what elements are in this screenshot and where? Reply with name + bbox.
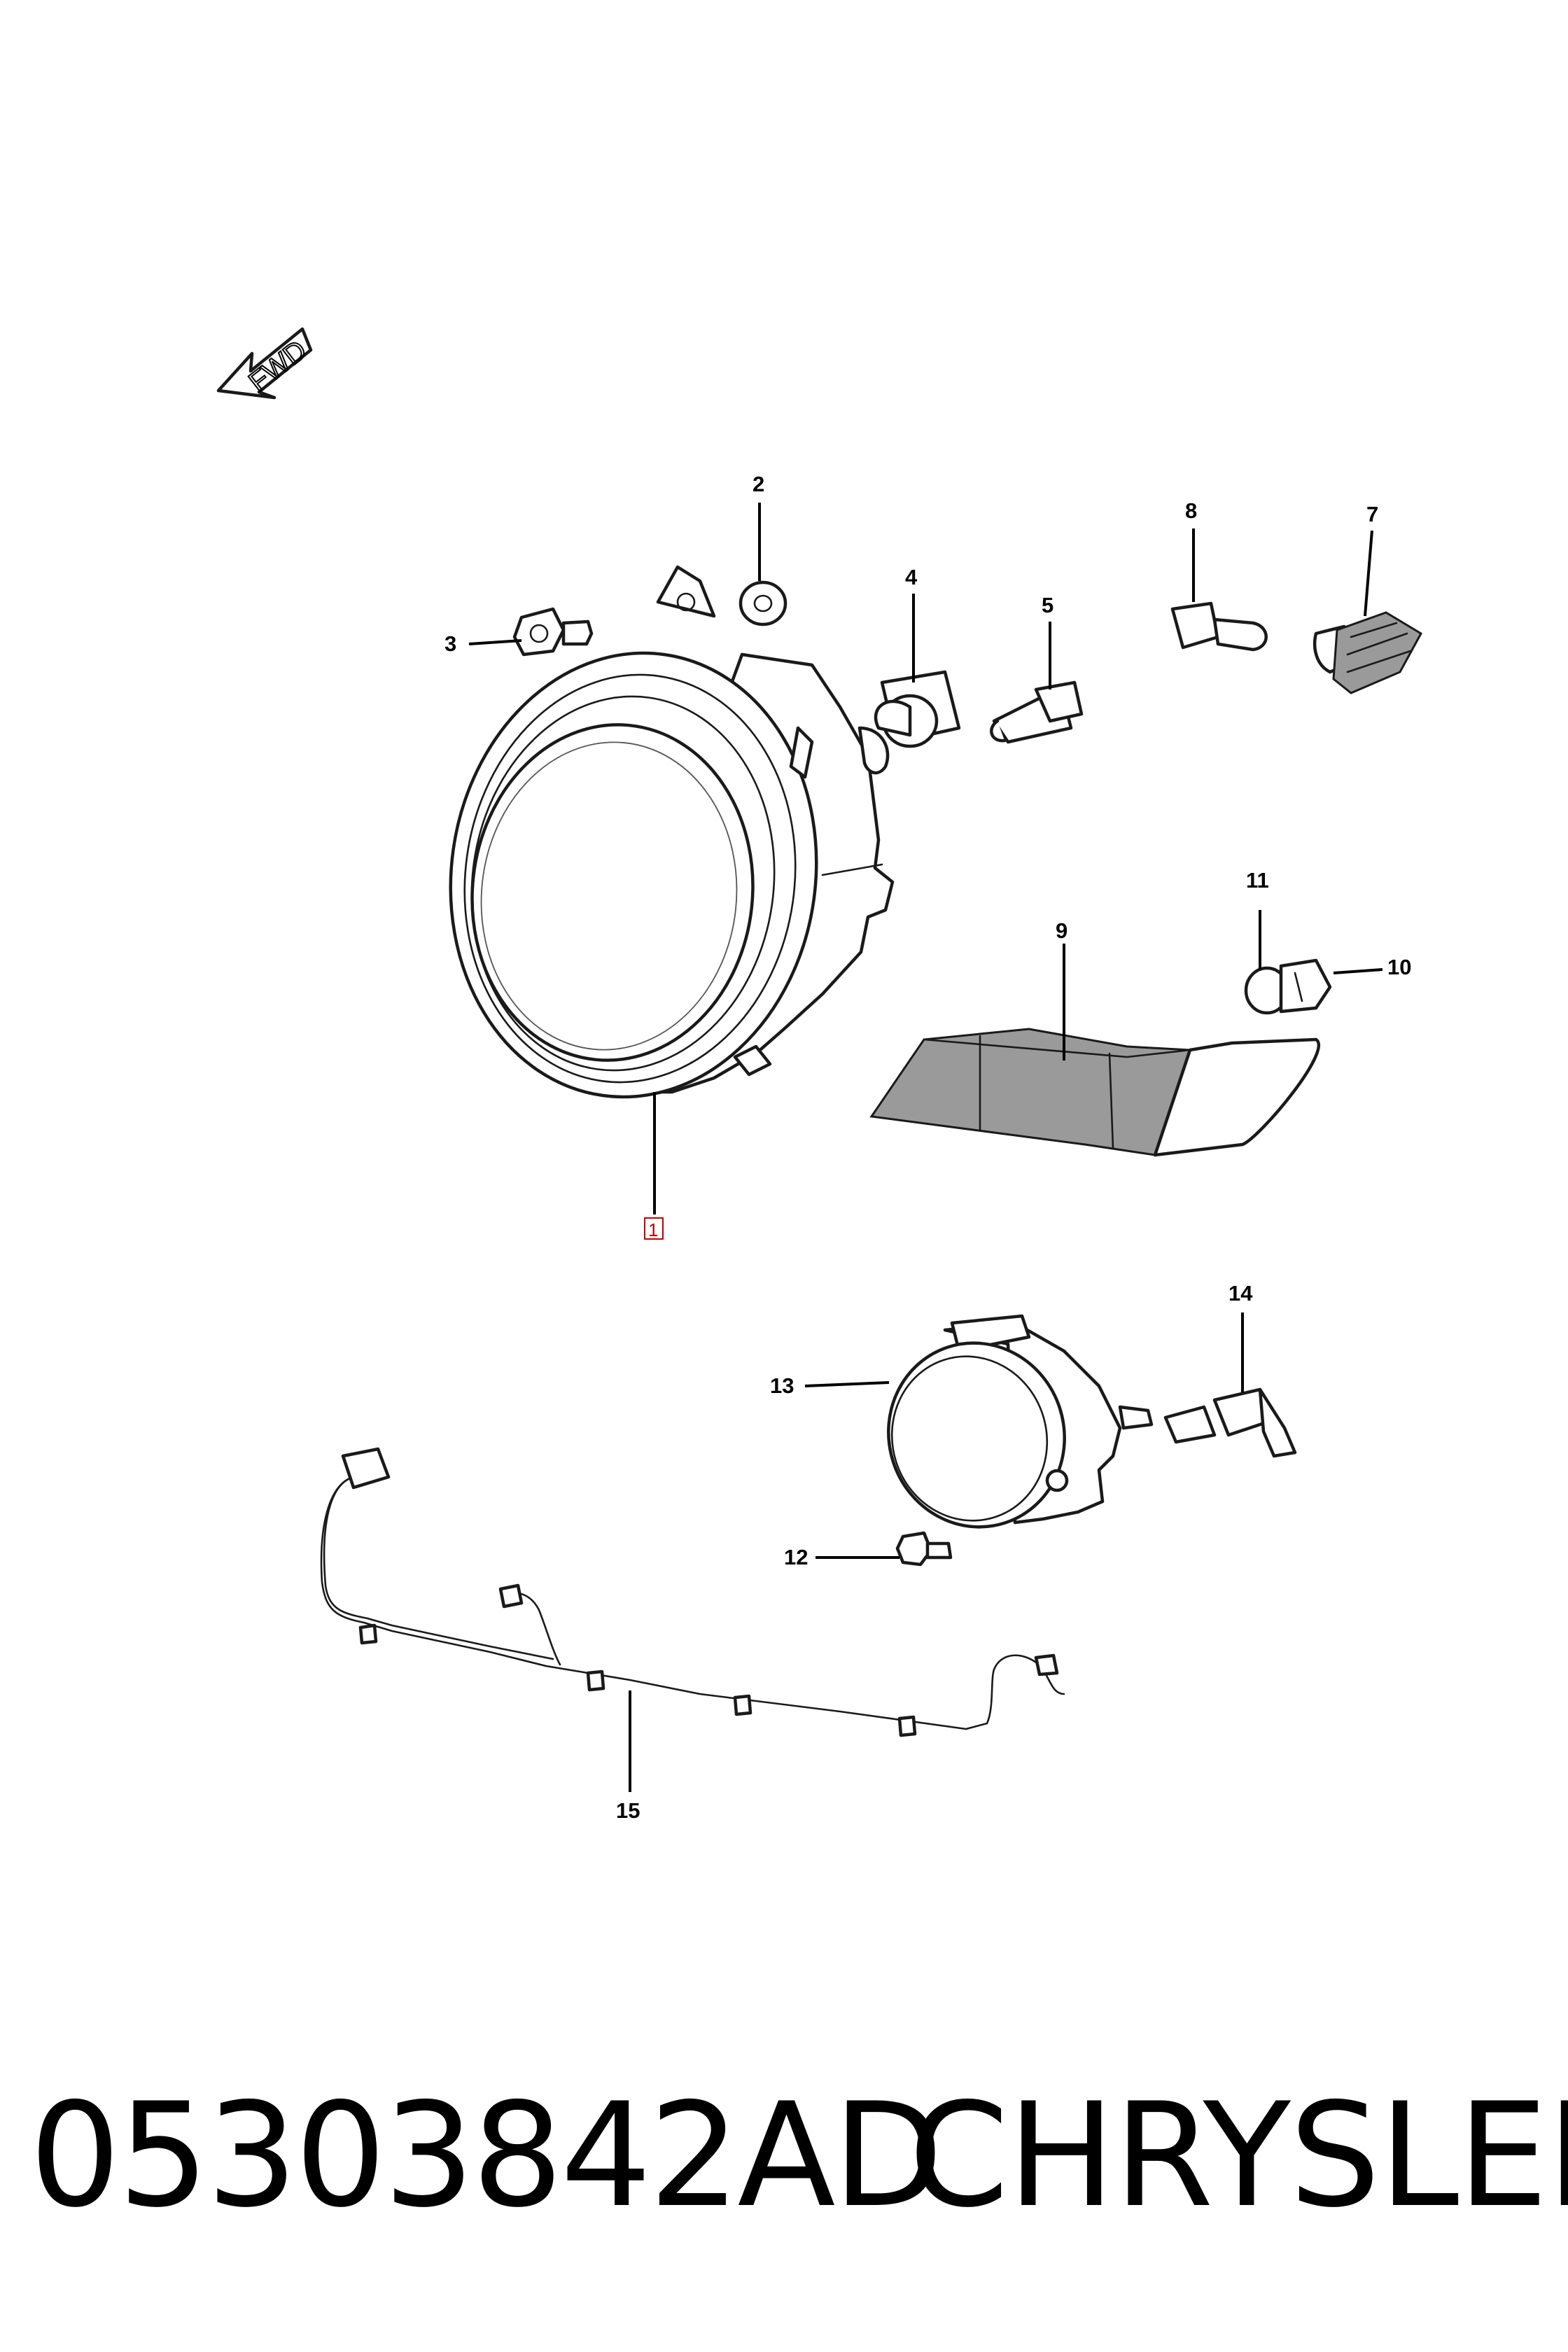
turn-signal-lamp[interactable] — [869, 1028, 1320, 1157]
mounting-screw[interactable] — [512, 607, 594, 657]
fog-lamp[interactable] — [864, 1314, 1154, 1550]
callout-7[interactable]: 7 — [1366, 502, 1378, 526]
caption: 05303842AD CHRYSLER — [0, 2072, 1568, 2240]
washer[interactable] — [738, 580, 788, 626]
headlamp-assembly[interactable] — [422, 565, 895, 1121]
brand-name: CHRYSLER — [909, 2073, 1568, 2239]
park-bulb-socket[interactable] — [990, 680, 1084, 744]
fog-lamp-screw[interactable] — [895, 1531, 953, 1567]
callout-1[interactable]: 1 — [648, 1219, 658, 1240]
callout-15[interactable]: 15 — [616, 1798, 640, 1823]
callout-10[interactable]: 10 — [1387, 955, 1411, 979]
callout-14[interactable]: 14 — [1228, 1281, 1253, 1306]
headlamp-bulb[interactable] — [874, 670, 961, 748]
part-number: 05303842AD — [29, 2073, 944, 2239]
callout-2[interactable]: 2 — [752, 472, 764, 496]
callout-8[interactable]: 8 — [1185, 498, 1197, 523]
callout-3[interactable]: 3 — [444, 631, 456, 656]
callout-9[interactable]: 9 — [1056, 918, 1068, 943]
callout-13[interactable]: 13 — [770, 1373, 794, 1398]
callout-12[interactable]: 12 — [784, 1545, 808, 1569]
callout-4[interactable]: 4 — [905, 565, 918, 589]
turn-signal-bulb[interactable] — [1244, 958, 1332, 1015]
callout-11[interactable]: 11 — [1246, 868, 1269, 892]
callout-5[interactable]: 5 — [1042, 593, 1054, 617]
side-marker-bulb[interactable] — [1170, 601, 1268, 652]
wiring-harness[interactable] — [320, 1447, 1065, 1737]
fwd-arrow: FWD — [216, 327, 313, 400]
fog-lamp-bulb[interactable] — [1163, 1387, 1297, 1458]
side-marker-lamp[interactable] — [1312, 611, 1423, 694]
